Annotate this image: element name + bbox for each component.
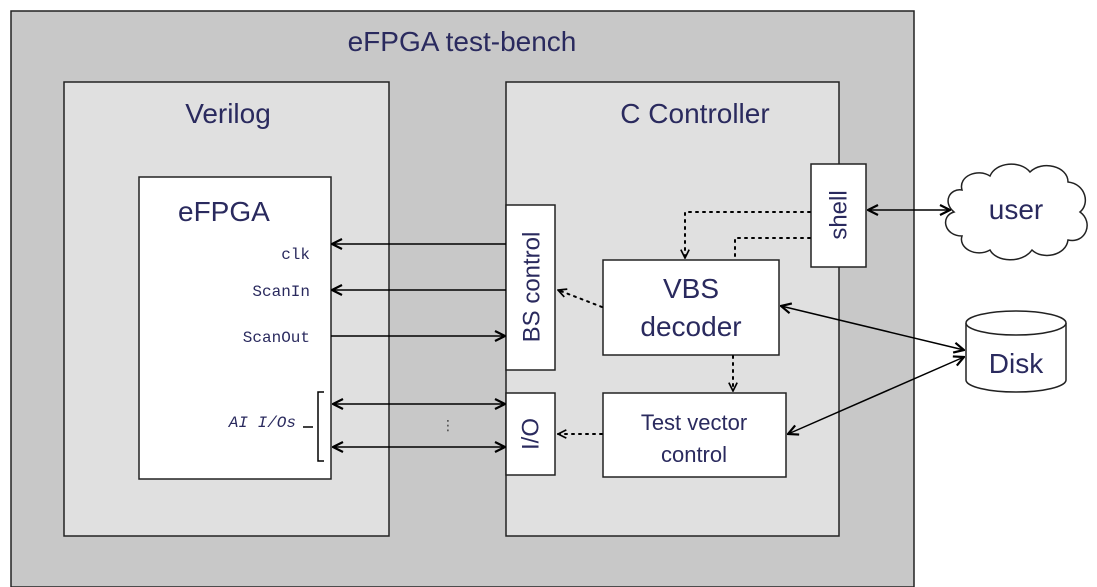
shell-box: [810, 163, 867, 268]
testbench-title: eFPGA test-bench: [348, 26, 577, 57]
port-scanout-label: ScanOut: [243, 329, 310, 347]
disk-top: [965, 310, 1067, 336]
port-clk-label: clk: [281, 246, 310, 264]
io-box: [505, 392, 556, 476]
verilog-title: Verilog: [185, 98, 271, 129]
disk-label: Disk: [989, 348, 1044, 379]
port-ai-ios-label: AI I/Os: [228, 414, 296, 432]
efpga-title: eFPGA: [178, 196, 270, 227]
test-vector-control-line1: Test vector: [641, 410, 747, 435]
ai-ios-bracket: [317, 391, 324, 462]
vbs-decoder-box: [602, 259, 780, 356]
io-label: I/O: [518, 418, 545, 450]
test-vector-control-box: [602, 392, 787, 478]
bs-control-box: [505, 204, 556, 371]
vbs-decoder-line1: VBS: [663, 273, 719, 304]
arrow-tvc-disk: [788, 357, 964, 434]
dotted-shell-to-vbs: [685, 211, 811, 259]
bs-control-label: BS control: [519, 232, 546, 343]
arrow-vbs-disk: [781, 306, 964, 350]
user-cloud: [944, 163, 1088, 261]
io-ellipsis: ⋮: [441, 418, 455, 434]
c-controller-title: C Controller: [620, 98, 769, 129]
shell-label: shell: [826, 190, 853, 239]
port-scanin-label: ScanIn: [252, 283, 310, 301]
vbs-decoder-line2: decoder: [640, 311, 741, 342]
disk-cylinder: [965, 323, 1067, 393]
efpga-box: [138, 176, 332, 480]
dotted-vbs-to-bs: [558, 290, 603, 308]
test-vector-control-line2: control: [661, 442, 727, 467]
user-label: user: [989, 194, 1043, 225]
